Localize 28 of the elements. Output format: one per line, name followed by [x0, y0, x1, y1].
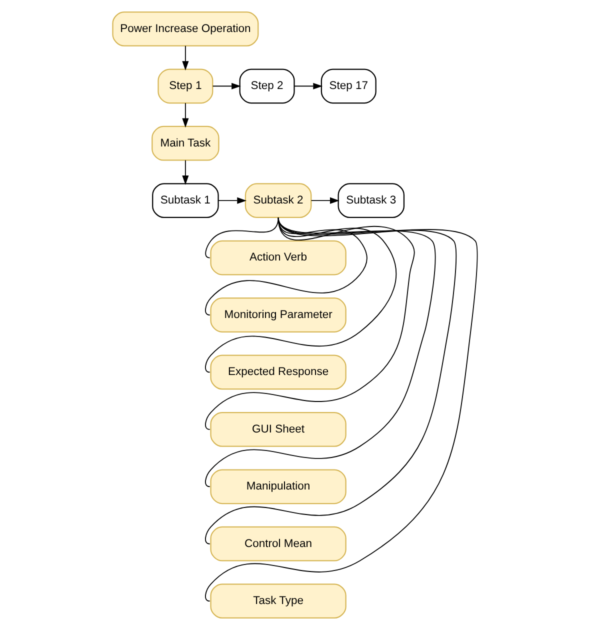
arrow	[218, 197, 247, 204]
node-box: Action Verb	[210, 240, 346, 276]
node-box: Manipulation	[210, 469, 346, 504]
node-box: Monitoring Parameter	[210, 298, 346, 332]
arrow	[294, 82, 323, 90]
connector	[204, 216, 478, 602]
node-box: Subtask 2	[244, 183, 312, 218]
node-box: Control Mean	[210, 526, 346, 562]
node-box: Subtask 1	[152, 183, 219, 218]
connector	[205, 216, 279, 258]
node-box: Step 1	[158, 68, 214, 104]
connector	[204, 216, 368, 316]
node-box: Step 17	[320, 68, 376, 104]
arrow	[310, 197, 340, 204]
node-box: Step 2	[239, 68, 295, 104]
node-box: Expected Response	[210, 354, 346, 390]
arrow	[182, 102, 189, 128]
node-box: Task Type	[210, 584, 346, 619]
arrow	[212, 82, 241, 90]
node-box: Power Increase Operation	[112, 11, 259, 46]
connector	[204, 216, 397, 373]
connector	[204, 216, 415, 430]
connector	[204, 216, 457, 544]
arrow	[182, 160, 189, 185]
node-box: Main Task	[152, 126, 220, 161]
node-box: GUI Sheet	[210, 412, 346, 447]
node-box: Subtask 3	[338, 183, 405, 218]
arrow	[182, 45, 189, 70]
